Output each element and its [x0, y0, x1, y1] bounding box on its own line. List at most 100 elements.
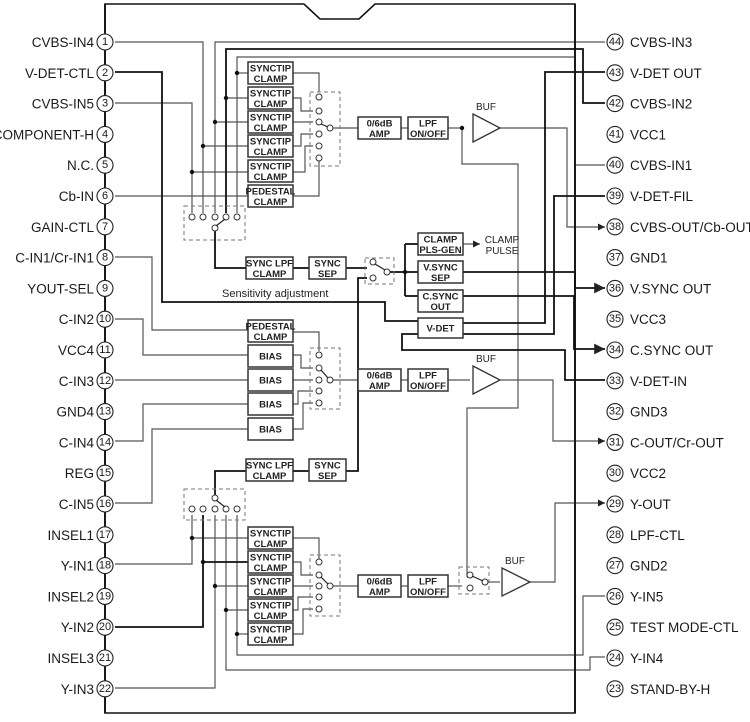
c-sync-out-block-label: OUT	[430, 302, 450, 313]
pin-label: GAIN-CTL	[31, 220, 94, 235]
lpf-block-label: ON/OFF	[410, 381, 446, 392]
pin-label: GND1	[630, 251, 668, 266]
pin-number: 38	[609, 221, 621, 233]
luma-clamp-block-label: CLAMP	[254, 563, 288, 574]
switch-lever	[215, 218, 226, 227]
lpf-block-label: ON/OFF	[410, 587, 446, 598]
pin-label: V-DET-IN	[630, 374, 687, 389]
buf-triangle-luma	[501, 566, 532, 598]
pin-label: VCC4	[58, 343, 95, 358]
switch-terminal	[315, 118, 323, 126]
switch-terminal	[326, 582, 334, 590]
pin-circle	[96, 218, 114, 236]
pin-number: 44	[609, 36, 621, 48]
pin-circle	[96, 495, 114, 513]
switch-terminal	[222, 505, 230, 513]
sync-lpf-clamp-block-label: CLAMP	[253, 269, 287, 280]
pin-circle	[606, 125, 624, 143]
pin-circle	[606, 33, 624, 51]
switch-lever	[374, 263, 386, 271]
v-sync-sep-block-label: SEP	[431, 273, 451, 284]
pin-label: C-OUT/Cr-OUT	[630, 435, 724, 450]
pin-label: Y-IN5	[630, 589, 663, 604]
switch-terminal	[369, 258, 377, 266]
switch-lever	[215, 499, 226, 508]
pin-circle	[96, 618, 114, 636]
switch-terminal	[199, 213, 207, 221]
cvbs-clamp-block-box	[247, 184, 294, 208]
switch-terminal	[369, 274, 377, 282]
cvbs-clamp-block-label: CLAMP	[254, 197, 288, 208]
junction-dots	[189, 70, 465, 637]
luma-clamp-block-label: SYNCTIP	[250, 576, 292, 587]
pin-number: 15	[99, 467, 111, 479]
pin-number: 11	[99, 344, 110, 356]
pin-number: 23	[609, 683, 621, 695]
v-det-block-box	[417, 317, 464, 339]
chroma-clamp-block: BIAS	[247, 368, 294, 392]
luma-clamp-block-box	[247, 574, 294, 598]
pin-circle	[96, 526, 114, 544]
pin-number: 20	[99, 621, 111, 633]
pin-circle	[96, 680, 114, 698]
switch-terminal	[211, 213, 219, 221]
pin-label: TEST MODE-CTL	[630, 620, 739, 635]
chroma-clamp-block-label: BIAS	[259, 352, 282, 363]
pin-circle	[96, 403, 114, 421]
pin-number: 30	[609, 467, 621, 479]
switch-terminal	[211, 505, 219, 513]
pin-label: VCC1	[630, 127, 666, 142]
chroma-clamp-block: BIAS	[247, 417, 294, 441]
cvbs-clamp-block-label: SYNCTIP	[250, 88, 292, 99]
buf-label-luma: BUF	[505, 556, 525, 567]
pin-label: CVBS-IN2	[630, 97, 692, 112]
switch-terminal	[466, 571, 474, 579]
lpf-block-box	[407, 116, 449, 140]
pin-label: CVBS-IN1	[630, 158, 692, 173]
pin-number: 36	[609, 282, 621, 294]
cvbs-clamp-block-box	[247, 134, 294, 158]
switch-terminal	[222, 213, 230, 221]
luma-clamp-block-box	[247, 622, 294, 646]
switch-lever	[320, 576, 329, 585]
pin-circle	[96, 64, 114, 82]
switch-terminals	[188, 93, 489, 613]
pin-circle	[96, 156, 114, 174]
pin-number: 5	[102, 159, 108, 171]
left-pins: 1CVBS-IN42V-DET-CTL3CVBS-IN54COMPONENT-H…	[0, 33, 114, 698]
luma-clamp-block-label: CLAMP	[254, 611, 288, 622]
pin-circle	[96, 341, 114, 359]
switch-terminal	[315, 364, 323, 372]
pin-number: 37	[609, 252, 621, 264]
amp-block-label: AMP	[369, 381, 391, 392]
pin-circle	[606, 156, 624, 174]
chroma-clamp-block-label: BIAS	[259, 400, 282, 411]
pin-circle	[606, 372, 624, 390]
pin-left: 18Y-IN1	[61, 557, 114, 575]
pin-circle	[606, 341, 624, 359]
amp-block-label: AMP	[369, 129, 391, 140]
pin-label: Y-OUT	[630, 497, 671, 512]
pin-circle	[606, 403, 624, 421]
pin-circle	[606, 680, 624, 698]
lpf-block-box	[407, 574, 449, 598]
chroma-clamp-block-label: PEDESTAL	[246, 321, 296, 332]
pin-number: 18	[99, 560, 111, 572]
